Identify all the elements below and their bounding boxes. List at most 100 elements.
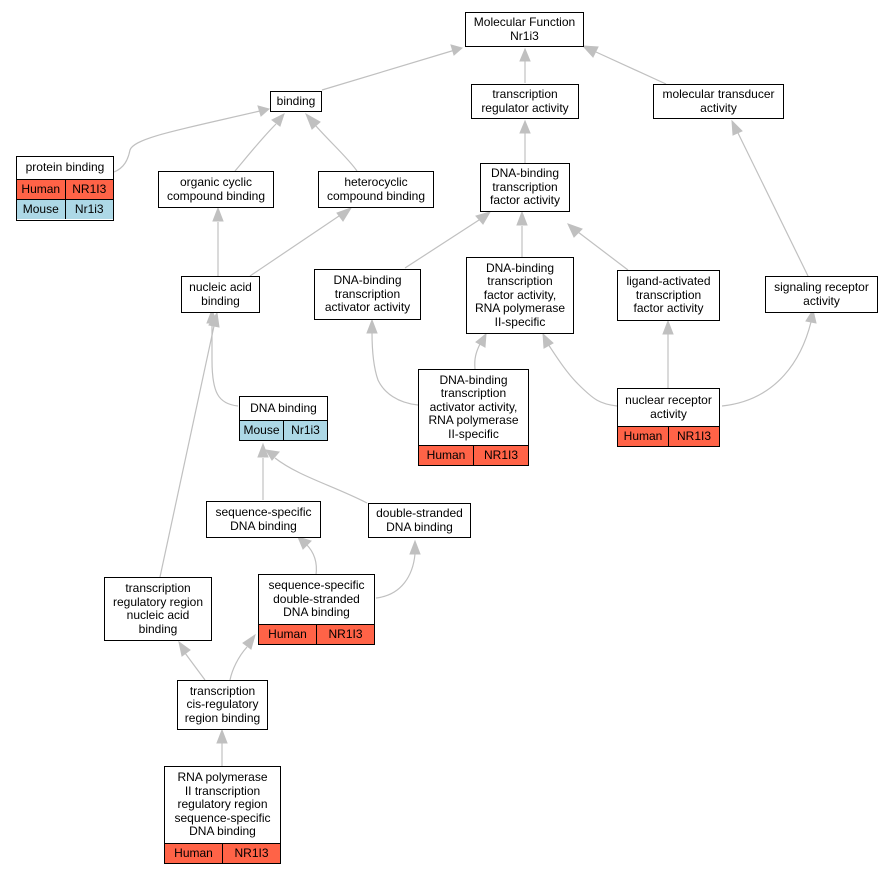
arrowhead-ssdsdb-from-tcrrb [242,633,256,650]
annotation-row-human: Human NR1I3 [419,445,528,465]
node-heterocyclic-compound-binding[interactable]: heterocyclic compound binding [318,171,434,208]
gene-cell: Nr1i3 [64,200,113,219]
gene-cell: NR1I3 [473,446,528,465]
node-label: DNA-binding transcription factor activit… [489,166,561,208]
species-cell: Human [17,180,65,199]
arrowhead-tcrrb-from-pol2trr [216,728,228,744]
arrowhead-dsdb-from-ssdsdb [409,539,421,555]
node-label: nucleic acid binding [189,280,252,308]
edge-ssdsdb-ssdb [305,543,317,576]
edge-nab-hcb [249,215,340,277]
edge-ssdsdb-dsdb [375,553,416,599]
node-label: sequence-specific DNA binding [215,505,312,533]
edge-dsdb-dnabinding [274,457,368,504]
arrowhead-sra-from-nra [805,308,817,324]
node-label: organic cyclic compound binding [166,175,266,203]
arrowhead-ssdb-from-ssdsdb [297,536,312,550]
arrowhead-latfa-from-nra [662,319,674,335]
node-label: DNA-binding transcription activator acti… [324,273,411,315]
edge-nra-sra [721,321,812,407]
edge-trrnab-nab [159,325,215,578]
arrowhead-root-from-binding [450,44,464,56]
node-dna-binding-transcription-factor-activity[interactable]: DNA-binding transcription factor activit… [480,163,570,212]
gene-cell: NR1I3 [668,427,719,446]
arrowhead-binding-from-occb [271,113,285,127]
node-sequence-specific-double-stranded-dna-binding[interactable]: sequence-specific double-stranded DNA bi… [258,574,375,645]
edge-latfa-dbtfa [577,231,629,271]
node-label: Molecular Function Nr1i3 [473,15,576,43]
edge-dbtaa-dbtfa [404,219,480,269]
node-rna-pol-ii-transcription-regulatory-region-ssdb[interactable]: RNA polymerase II transcription regulato… [164,766,281,864]
edge-tcrrb-ssdsdb [229,646,248,681]
annotation-row-mouse: Mouse Nr1i3 [240,420,327,440]
arrowhead-dbtfa-from-latfa [567,223,583,238]
node-label: double-stranded DNA binding [376,506,463,534]
gene-cell: NR1I3 [222,844,280,863]
gene-cell: NR1I3 [316,625,374,644]
arrowhead-dbtfa-from-pol2 [516,210,528,226]
node-dna-binding[interactable]: DNA binding Mouse Nr1i3 [239,396,328,441]
node-label: binding [276,93,316,108]
arrowhead-root-from-mta [581,45,599,58]
arrowhead-trrnab-from-tcrrb [178,640,191,657]
species-cell: Human [165,844,222,863]
edge-hcb-binding [315,125,358,172]
species-cell: Mouse [17,200,65,219]
gene-cell: NR1I3 [64,180,113,199]
species-cell: Human [259,625,316,644]
annotation-row-mouse: Mouse Nr1i3 [17,199,113,219]
annotation-row-human: Human NR1I3 [165,843,280,863]
node-signaling-receptor-activity[interactable]: signaling receptor activity [765,276,878,313]
arrowhead-dbtaa-from-dbtaa-pol2 [366,318,378,334]
arrowhead-root-from-tra [519,47,531,62]
node-label: transcription cis-regulatory region bind… [184,683,261,725]
node-label: heterocyclic compound binding [326,175,426,203]
node-protein-binding[interactable]: protein binding Human NR1I3 Mouse Nr1i3 [16,156,114,221]
node-transcription-regulatory-region-nucleic-acid-binding[interactable]: transcription regulatory region nucleic … [104,577,212,641]
node-label: DNA-binding transcription activator acti… [428,372,519,441]
arrowhead-mta-from-sra [731,119,743,136]
species-cell: Human [419,446,473,465]
gene-cell: Nr1i3 [283,421,327,440]
edge-dbtaa-pol2-dbtfa-pol2 [474,343,481,370]
edge-protein-binding-binding [113,110,261,173]
node-sequence-specific-dna-binding[interactable]: sequence-specific DNA binding [206,501,321,538]
edge-dnabinding-nab [211,322,239,407]
arrowhead-dbtfa-from-dbtaa [475,211,492,225]
arrowhead-dbtfa-pol2-from-dbtaa-pol2 [475,332,487,348]
node-label: DNA binding [250,400,317,415]
node-nuclear-receptor-activity[interactable]: nuclear receptor activity Human NR1I3 [617,388,720,447]
node-binding[interactable]: binding [270,91,322,112]
annotation-row-human: Human NR1I3 [17,179,113,199]
arrowhead-occb-from-nab [212,206,224,222]
arrowhead-hcb-from-nab [336,207,353,222]
node-label: DNA-binding transcription factor activit… [474,260,566,329]
edge-tcrrb-trrnab [184,652,206,681]
node-molecular-transducer-activity[interactable]: molecular transducer activity [653,84,784,119]
arrowhead-nab-from-trrnab [208,311,220,328]
node-organic-cyclic-compound-binding[interactable]: organic cyclic compound binding [158,171,274,208]
arrowhead-binding-from-hcb [305,112,321,130]
node-label: transcription regulatory region nucleic … [112,581,204,636]
node-dna-binding-transcription-activator-activity-rna-pol-ii[interactable]: DNA-binding transcription activator acti… [418,369,529,466]
node-transcription-regulator-activity[interactable]: transcription regulator activity [471,84,579,119]
arrowhead-dbtfa-pol2-from-nra [542,332,554,349]
node-dna-binding-transcription-activator-activity[interactable]: DNA-binding transcription activator acti… [314,269,421,320]
node-label: signaling receptor activity [774,280,869,308]
node-label: ligand-activated transcription factor ac… [626,274,711,316]
node-dna-binding-tf-activity-rna-pol-ii[interactable]: DNA-binding transcription factor activit… [466,257,574,334]
node-label: transcription regulator activity [481,87,569,115]
edge-dbtaa-pol2-dbtaa [371,331,419,406]
node-label: protein binding [25,160,105,175]
edge-nra-dbtfa-pol2 [547,343,618,407]
node-nucleic-acid-binding[interactable]: nucleic acid binding [181,276,260,313]
species-cell: Human [618,427,668,446]
edge-sra-mta [737,132,809,277]
node-transcription-cis-regulatory-region-binding[interactable]: transcription cis-regulatory region bind… [177,680,268,730]
edge-mta-root [595,51,667,85]
node-double-stranded-dna-binding[interactable]: double-stranded DNA binding [368,503,471,538]
node-molecular-function-root[interactable]: Molecular Function Nr1i3 [465,12,584,47]
arrowhead-tra-from-dbtfa [519,119,531,134]
node-ligand-activated-transcription-factor-activity[interactable]: ligand-activated transcription factor ac… [617,270,720,321]
